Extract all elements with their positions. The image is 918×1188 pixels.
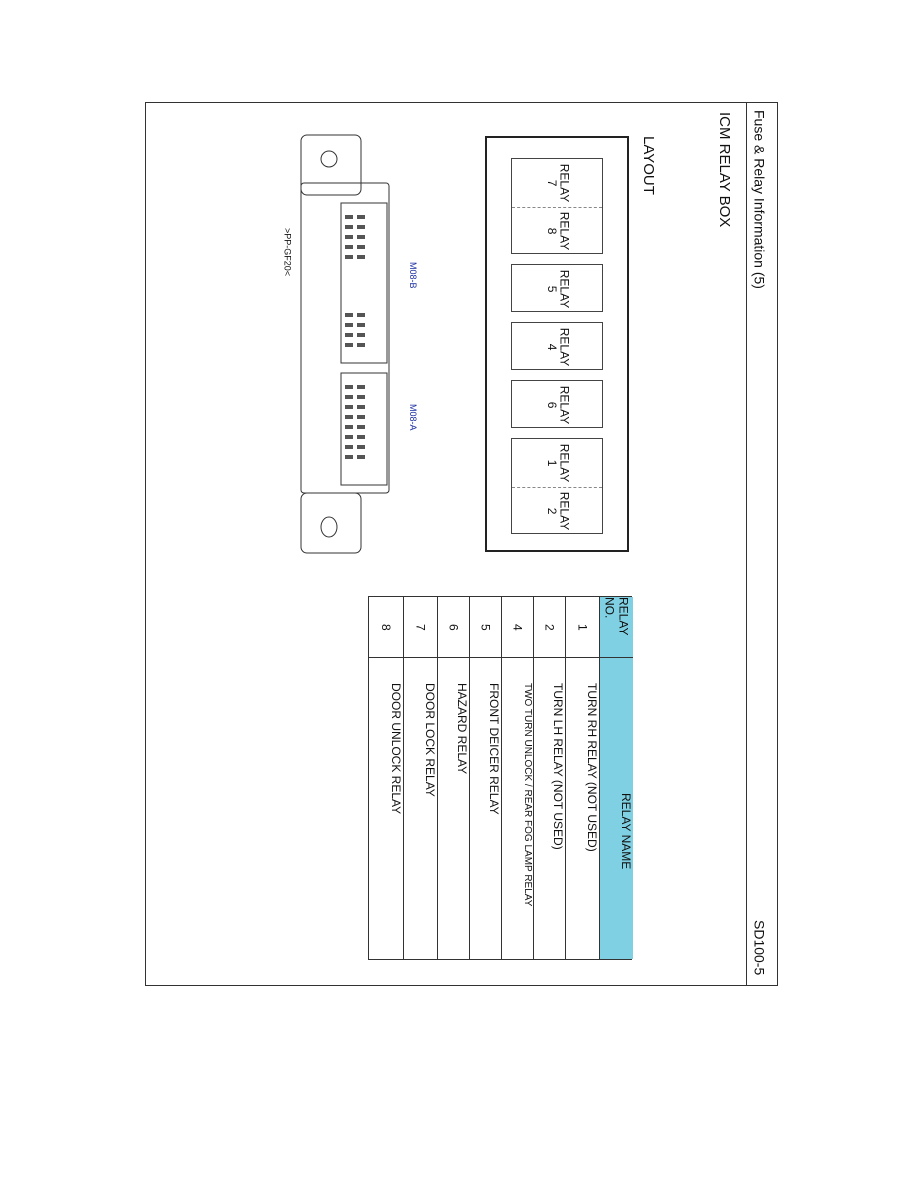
layout-label: LAYOUT (639, 136, 657, 195)
divider-dotted (512, 207, 602, 208)
section-title: ICM RELAY BOX (715, 112, 733, 228)
header-divider (502, 657, 533, 658)
row-relay-name: FRONT DEICER RELAY (487, 683, 501, 815)
row-relay-name: TURN LH RELAY (NOT USED) (551, 683, 565, 850)
table-row: 8 DOOR UNLOCK RELAY (369, 597, 403, 959)
table-row: 6 HAZARD RELAY (437, 597, 469, 959)
row-relay-no: 6 (446, 623, 461, 631)
relay-table: RELAY NO. RELAY NAME 1 TURN RH RELAY (NO… (368, 596, 633, 960)
divider-dotted (512, 487, 602, 488)
row-relay-no: 5 (478, 623, 493, 631)
header-divider (404, 657, 437, 658)
row-relay-name: HAZARD RELAY (455, 683, 469, 775)
header-divider (566, 657, 599, 658)
header-divider (746, 102, 747, 986)
header-title: Fuse & Relay Information (5) (751, 110, 768, 289)
icm-connector-drawing (300, 134, 390, 554)
table-row: 4 TWO TURN UNLOCK / REAR FOG LAMP RELAY (501, 597, 533, 959)
row-relay-no: 2 (542, 623, 557, 631)
table-row: 5 FRONT DEICER RELAY (469, 597, 501, 959)
header-divider (534, 657, 565, 658)
table-header: RELAY NO. RELAY NAME (599, 597, 633, 959)
header-divider (600, 657, 633, 658)
table-row: 7 DOOR LOCK RELAY (403, 597, 437, 959)
row-relay-no: 1 (575, 623, 590, 631)
connector-marking: >PP-GF20< (282, 228, 293, 277)
table-row: 1 TURN RH RELAY (NOT USED) (565, 597, 599, 959)
row-relay-name: TWO TURN UNLOCK / REAR FOG LAMP RELAY (522, 683, 533, 907)
row-relay-name: DOOR LOCK RELAY (423, 683, 437, 797)
row-relay-name: TURN RH RELAY (NOT USED) (585, 683, 599, 852)
row-relay-name: DOOR UNLOCK RELAY (389, 683, 403, 815)
table-row: 2 TURN LH RELAY (NOT USED) (533, 597, 565, 959)
header-relay-name: RELAY NAME (619, 793, 633, 870)
row-relay-no: 4 (510, 623, 525, 631)
header-divider (470, 657, 501, 658)
row-relay-no: 7 (413, 623, 428, 631)
row-relay-no: 8 (379, 623, 393, 631)
header-divider (369, 657, 403, 658)
page-code: SD100-5 (751, 920, 768, 976)
page-frame (145, 102, 778, 986)
connector-a-label: M08-A (408, 404, 418, 431)
connector-b-label: M08-B (408, 262, 418, 289)
header-relay-no: RELAY NO. (602, 597, 631, 636)
header-divider (438, 657, 469, 658)
